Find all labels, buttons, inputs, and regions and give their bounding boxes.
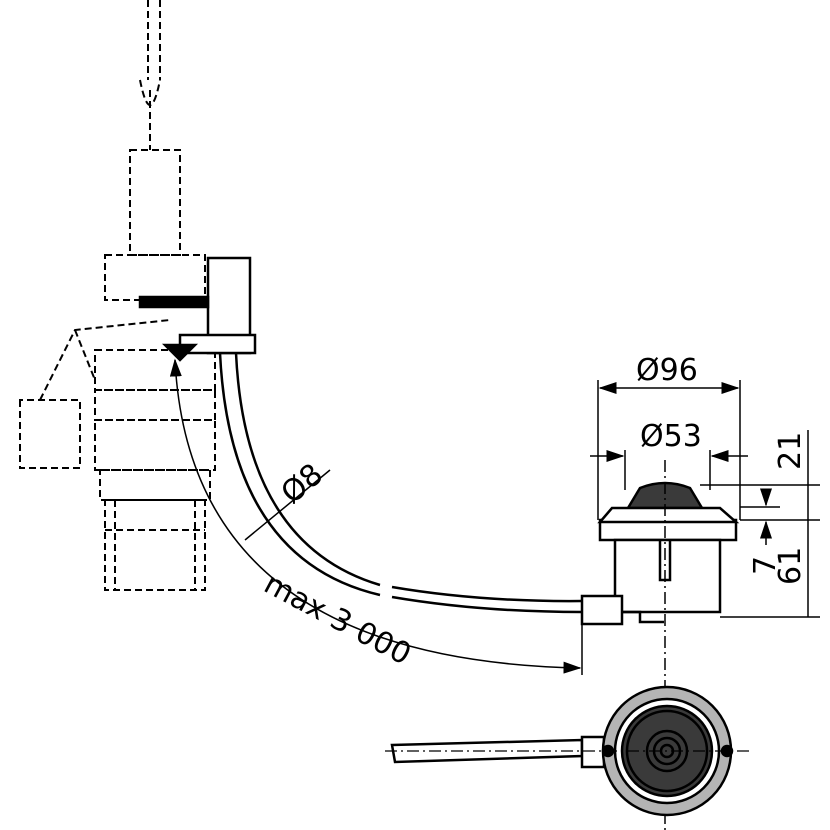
actuator-bracket: [138, 256, 257, 362]
inner-diameter-label: Ø53: [640, 419, 702, 454]
body-height-label: 61: [773, 547, 808, 585]
hose-length-label: max 3 000: [258, 566, 416, 672]
hose-length-arc: [169, 358, 582, 674]
hose-diameter-label: Ø8: [275, 457, 330, 511]
push-button-side-view: [580, 481, 740, 626]
outer-diameter-label: Ø96: [636, 353, 698, 388]
flush-valve-dashed: [19, 0, 216, 591]
flange-height-label: 7: [748, 556, 783, 575]
top-height-label: 21: [773, 432, 808, 470]
